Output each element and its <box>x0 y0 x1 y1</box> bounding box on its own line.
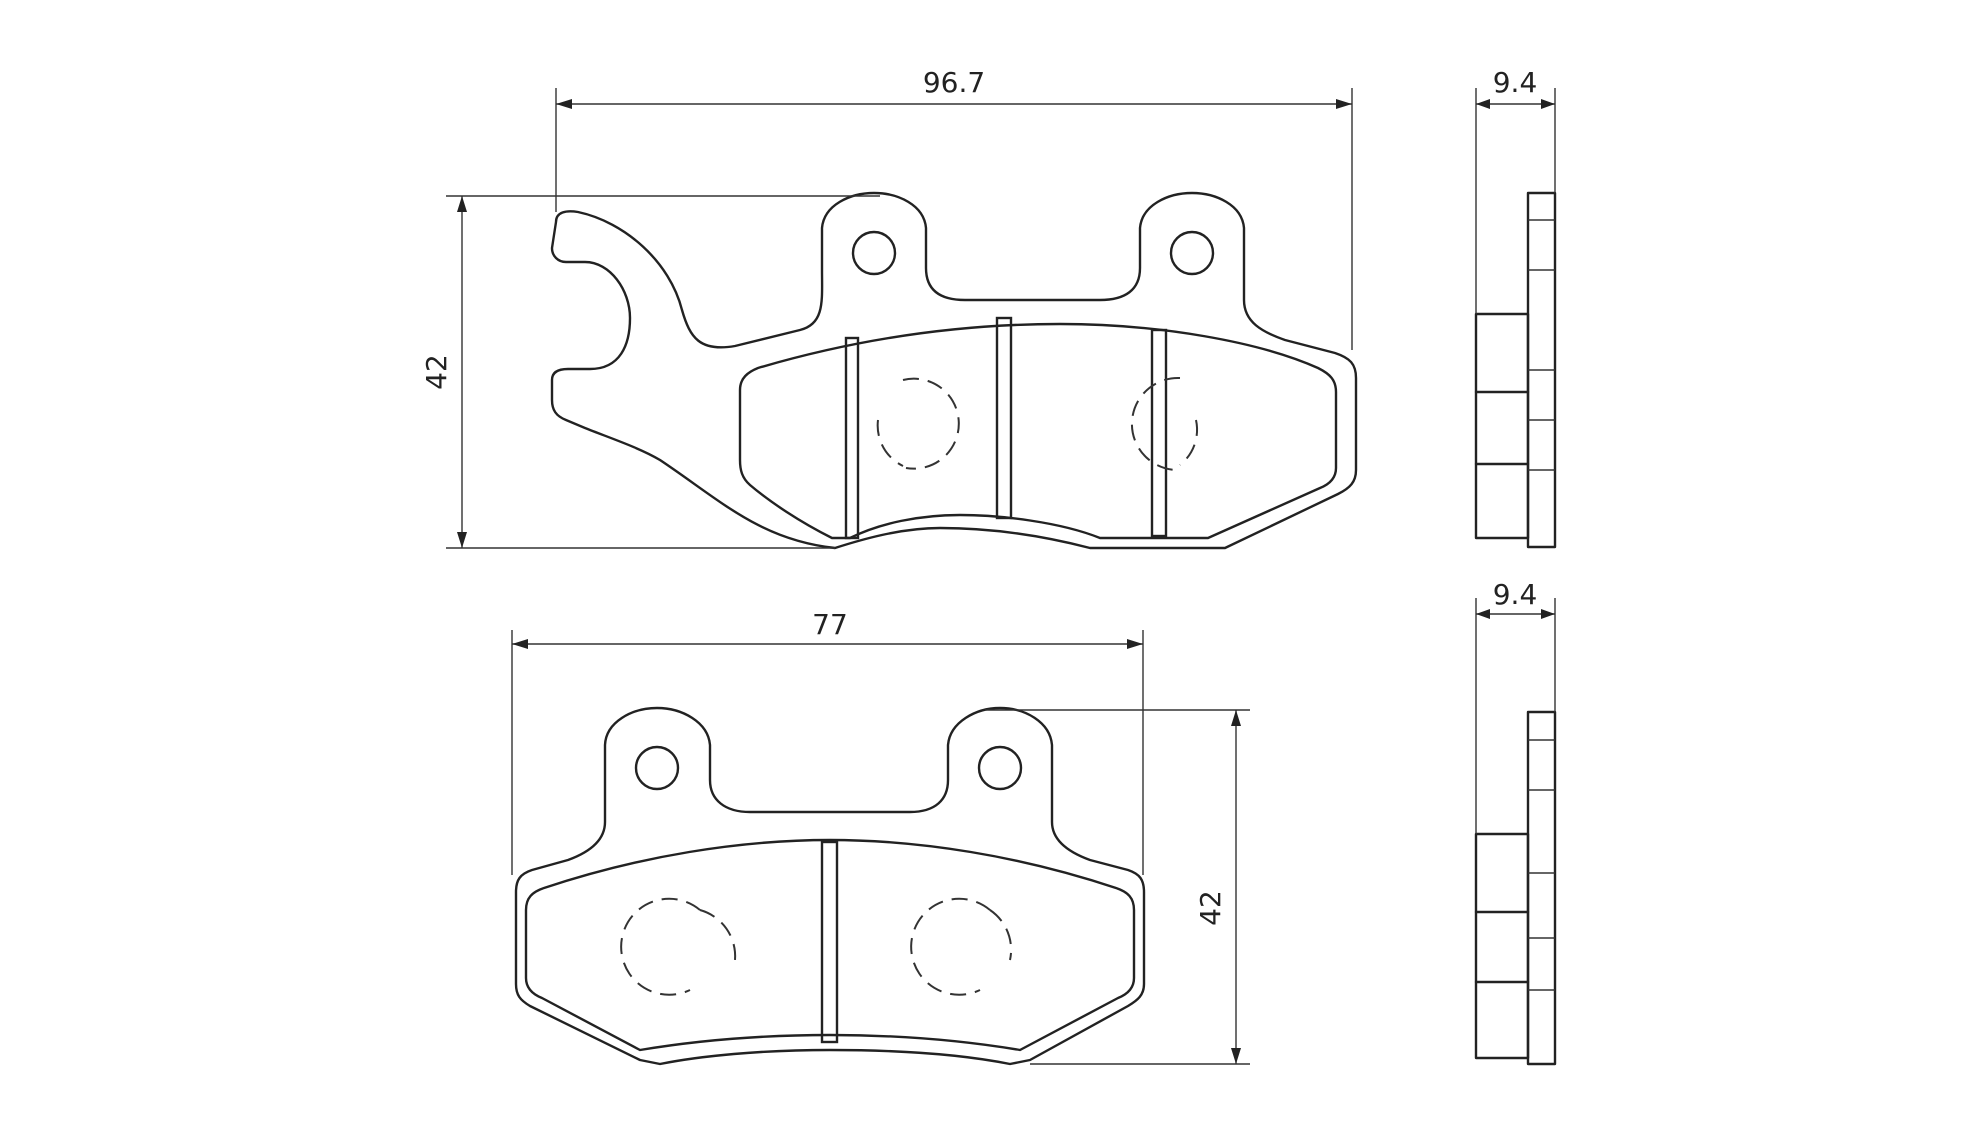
top-pad-front-view <box>550 191 1358 550</box>
bottom-pad-width-dimension: 77 <box>511 608 1144 875</box>
top-pad-side-view <box>1474 191 1557 549</box>
top-pad-bolt-hole-left <box>851 230 897 276</box>
top-pad-height-dimension: 42 <box>420 195 880 549</box>
top-pad-thickness-label: 9.4 <box>1493 66 1538 99</box>
top-pad-thickness-dimension: 9.4 <box>1475 66 1556 314</box>
bottom-pad-side-view <box>1474 710 1557 1066</box>
top-pad-height-label: 42 <box>420 354 453 390</box>
top-pad-width-dimension: 96.7 <box>555 66 1353 350</box>
bottom-pad-bolt-hole-left <box>634 745 680 791</box>
bottom-pad-front-view <box>514 706 1146 1066</box>
top-pad-width-label: 96.7 <box>923 66 985 99</box>
bottom-pad-thickness-dimension: 9.4 <box>1475 578 1556 834</box>
bottom-pad-thickness-label: 9.4 <box>1493 578 1538 611</box>
bottom-pad-bolt-hole-right <box>977 745 1023 791</box>
bottom-pad-height-label: 42 <box>1194 890 1227 926</box>
bottom-pad-height-dimension: 42 <box>985 709 1250 1065</box>
top-pad-bolt-hole-right <box>1169 230 1215 276</box>
bottom-pad-width-label: 77 <box>812 608 848 641</box>
